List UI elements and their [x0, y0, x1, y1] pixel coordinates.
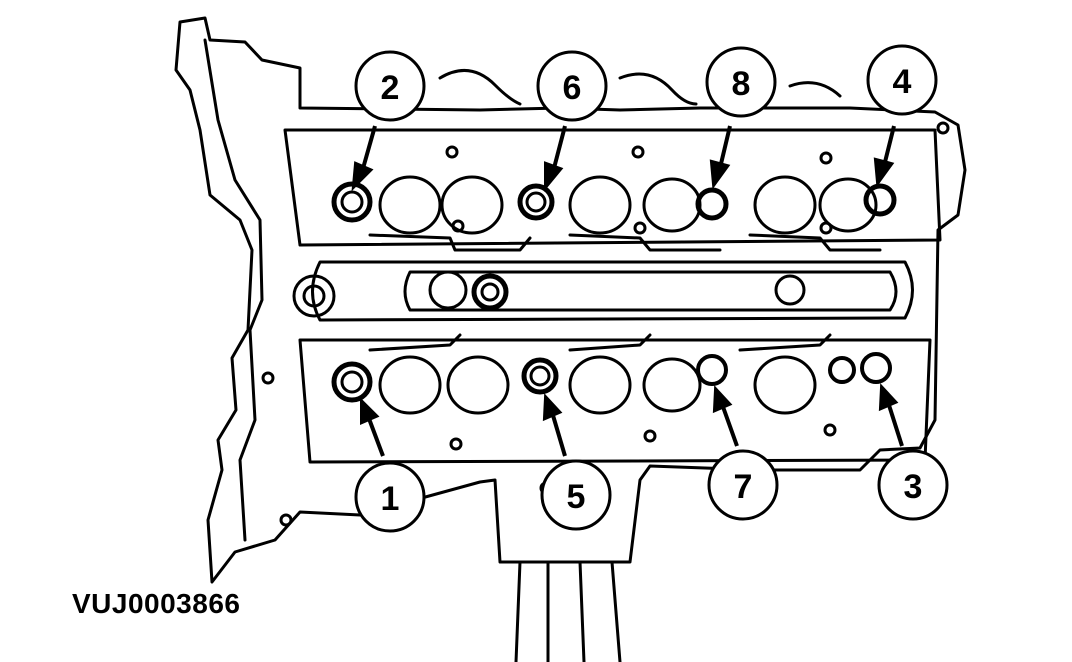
callout-5: 5	[540, 459, 612, 531]
bolt-icon	[695, 187, 729, 221]
callout-6-label: 6	[563, 69, 582, 107]
arrow-icon	[360, 397, 385, 457]
center-gallery-inner	[403, 270, 898, 312]
callout-3: 3	[877, 449, 949, 521]
callout-2-label: 2	[381, 69, 400, 107]
arrow-icon	[873, 125, 896, 188]
arrow-icon	[542, 393, 567, 457]
callout-8-label: 8	[732, 65, 751, 103]
callout-7-label: 7	[734, 468, 753, 506]
lower-valve-pockets	[368, 333, 832, 415]
bolt-icon	[696, 354, 728, 386]
wire-bundle-1	[438, 68, 522, 106]
callout-1-label: 1	[381, 480, 400, 518]
bolt-icon	[517, 183, 555, 221]
arrow-icon	[544, 125, 567, 192]
callout-3-label: 3	[904, 468, 923, 506]
arrow-icon	[351, 125, 377, 192]
callout-7: 7	[707, 449, 779, 521]
callout-5-label: 5	[567, 478, 586, 516]
arrow-icon	[712, 385, 739, 447]
bolt-icon	[521, 357, 559, 395]
arrows	[351, 125, 904, 457]
arrow-icon	[709, 125, 732, 190]
bolt-icon	[471, 273, 509, 311]
callout-4: 4	[866, 44, 938, 116]
upper-port-band	[283, 128, 942, 247]
callout-8: 8	[705, 46, 777, 118]
bolt-icon	[863, 183, 897, 217]
harness-cables	[514, 560, 622, 662]
left-flange	[203, 38, 264, 542]
callout-4-label: 4	[893, 63, 912, 101]
callout-2: 2	[354, 50, 426, 122]
callout-6: 6	[536, 50, 608, 122]
bolt-icon	[828, 352, 892, 384]
center-gallery	[311, 260, 914, 322]
callouts: 1 2 3 4 5 6 7 8	[354, 44, 949, 533]
bosses	[261, 121, 950, 527]
arrow-icon	[878, 383, 904, 447]
cylinder-head-outline	[174, 16, 967, 584]
head-bolts	[331, 181, 897, 403]
wire-bundle-3	[788, 81, 842, 98]
figure-reference-code: VUJ0003866	[72, 588, 241, 619]
bolt-icon	[331, 361, 373, 403]
callout-1: 1	[354, 461, 426, 533]
upper-valve-pockets	[368, 175, 882, 252]
bolt-icon	[331, 181, 373, 223]
wire-bundle-2	[618, 72, 698, 106]
